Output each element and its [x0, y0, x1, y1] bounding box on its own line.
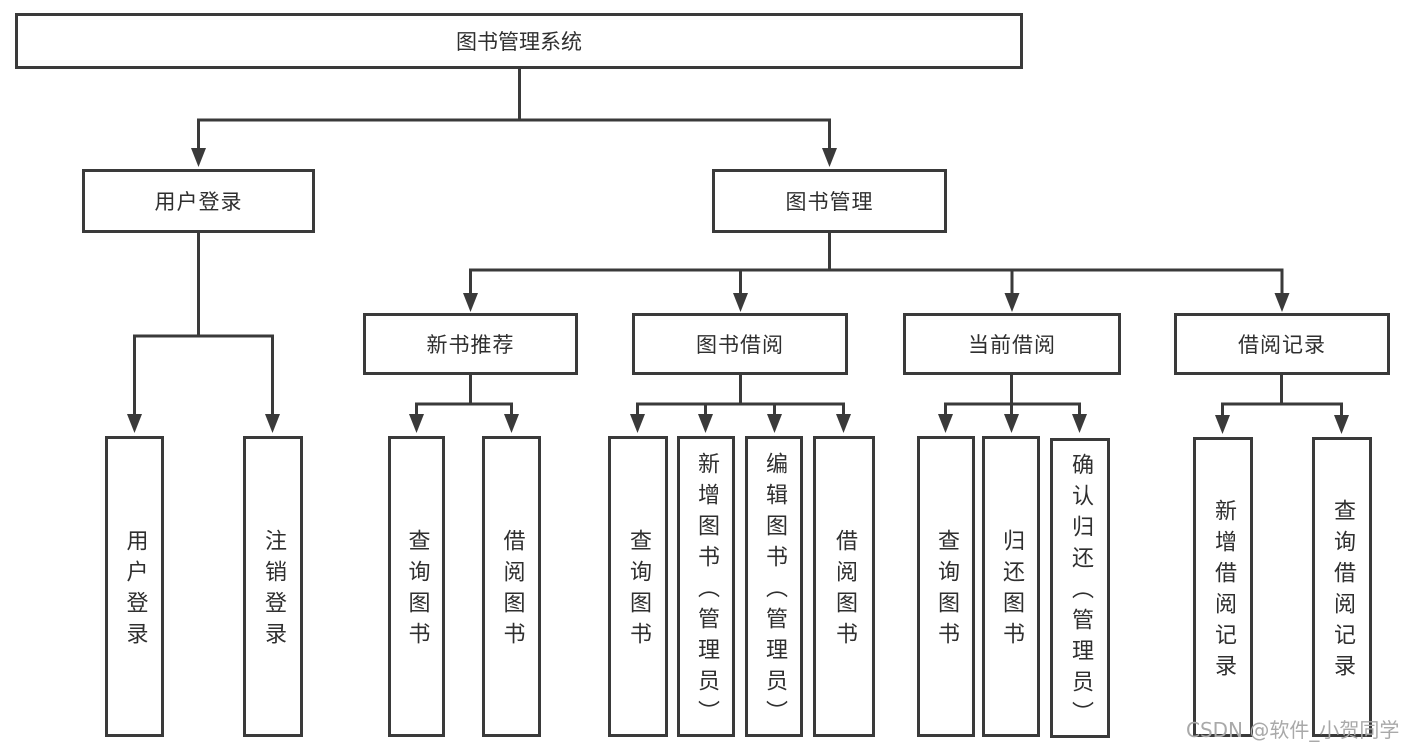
node-borrowing-records: 借阅记录 — [1174, 313, 1390, 375]
arrow-down-icons — [127, 148, 1349, 434]
node-book-management-label: 图书管理 — [785, 190, 874, 214]
leaf-borrow-books-borrowing-label: 借阅图书 — [832, 529, 857, 653]
node-book-borrowing: 图书借阅 — [632, 313, 848, 375]
leaf-query-books-recommend: 查询图书 — [388, 436, 445, 737]
leaf-add-book-admin-label: 新增图书（管理员） — [694, 451, 719, 731]
node-borrowing-records-label: 借阅记录 — [1238, 333, 1326, 357]
node-book-management: 图书管理 — [712, 169, 947, 233]
leaf-query-books-recommend-label: 查询图书 — [404, 529, 430, 653]
leaf-query-books-current-label: 查询图书 — [934, 529, 959, 653]
csdn-watermark: CSDN @软件_小贺同学 — [1186, 718, 1400, 742]
leaf-add-borrow-record: 新增借阅记录 — [1193, 437, 1253, 737]
leaf-query-books-borrowing: 查询图书 — [608, 436, 668, 737]
node-book-borrowing-label: 图书借阅 — [696, 333, 784, 357]
node-current-borrowing: 当前借阅 — [903, 313, 1121, 375]
leaf-add-book-admin: 新增图书（管理员） — [677, 436, 735, 737]
leaf-return-books-label: 归还图书 — [999, 529, 1024, 653]
leaf-logout: 注销登录 — [243, 436, 303, 737]
node-current-borrowing-label: 当前借阅 — [968, 333, 1056, 357]
node-new-book-recommend-label: 新书推荐 — [426, 333, 515, 357]
node-user-login-label: 用户登录 — [154, 190, 243, 214]
leaf-edit-book-admin: 编辑图书（管理员） — [745, 436, 803, 737]
leaf-borrow-books-recommend: 借阅图书 — [482, 436, 541, 737]
leaf-borrow-books-borrowing: 借阅图书 — [813, 436, 875, 737]
leaf-query-books-current: 查询图书 — [917, 436, 975, 737]
leaf-add-borrow-record-label: 新增借阅记录 — [1211, 498, 1236, 685]
leaf-logout-label: 注销登录 — [261, 529, 286, 653]
leaf-user-login: 用户登录 — [105, 436, 164, 737]
leaf-borrow-books-recommend-label: 借阅图书 — [499, 529, 525, 653]
leaf-edit-book-admin-label: 编辑图书（管理员） — [762, 451, 787, 731]
node-root-label: 图书管理系统 — [456, 30, 582, 54]
leaf-query-borrow-record: 查询借阅记录 — [1312, 437, 1372, 737]
node-new-book-recommend: 新书推荐 — [363, 313, 578, 375]
leaf-user-login-label: 用户登录 — [122, 529, 148, 653]
leaf-query-books-borrowing-label: 查询图书 — [626, 529, 651, 653]
leaf-confirm-return-admin: 确认归还（管理员） — [1050, 438, 1110, 738]
node-user-login: 用户登录 — [82, 169, 315, 233]
leaf-query-borrow-record-label: 查询借阅记录 — [1330, 498, 1355, 685]
node-root: 图书管理系统 — [15, 13, 1023, 69]
leaf-confirm-return-admin-label: 确认归还（管理员） — [1068, 453, 1093, 732]
leaf-return-books: 归还图书 — [982, 436, 1040, 737]
